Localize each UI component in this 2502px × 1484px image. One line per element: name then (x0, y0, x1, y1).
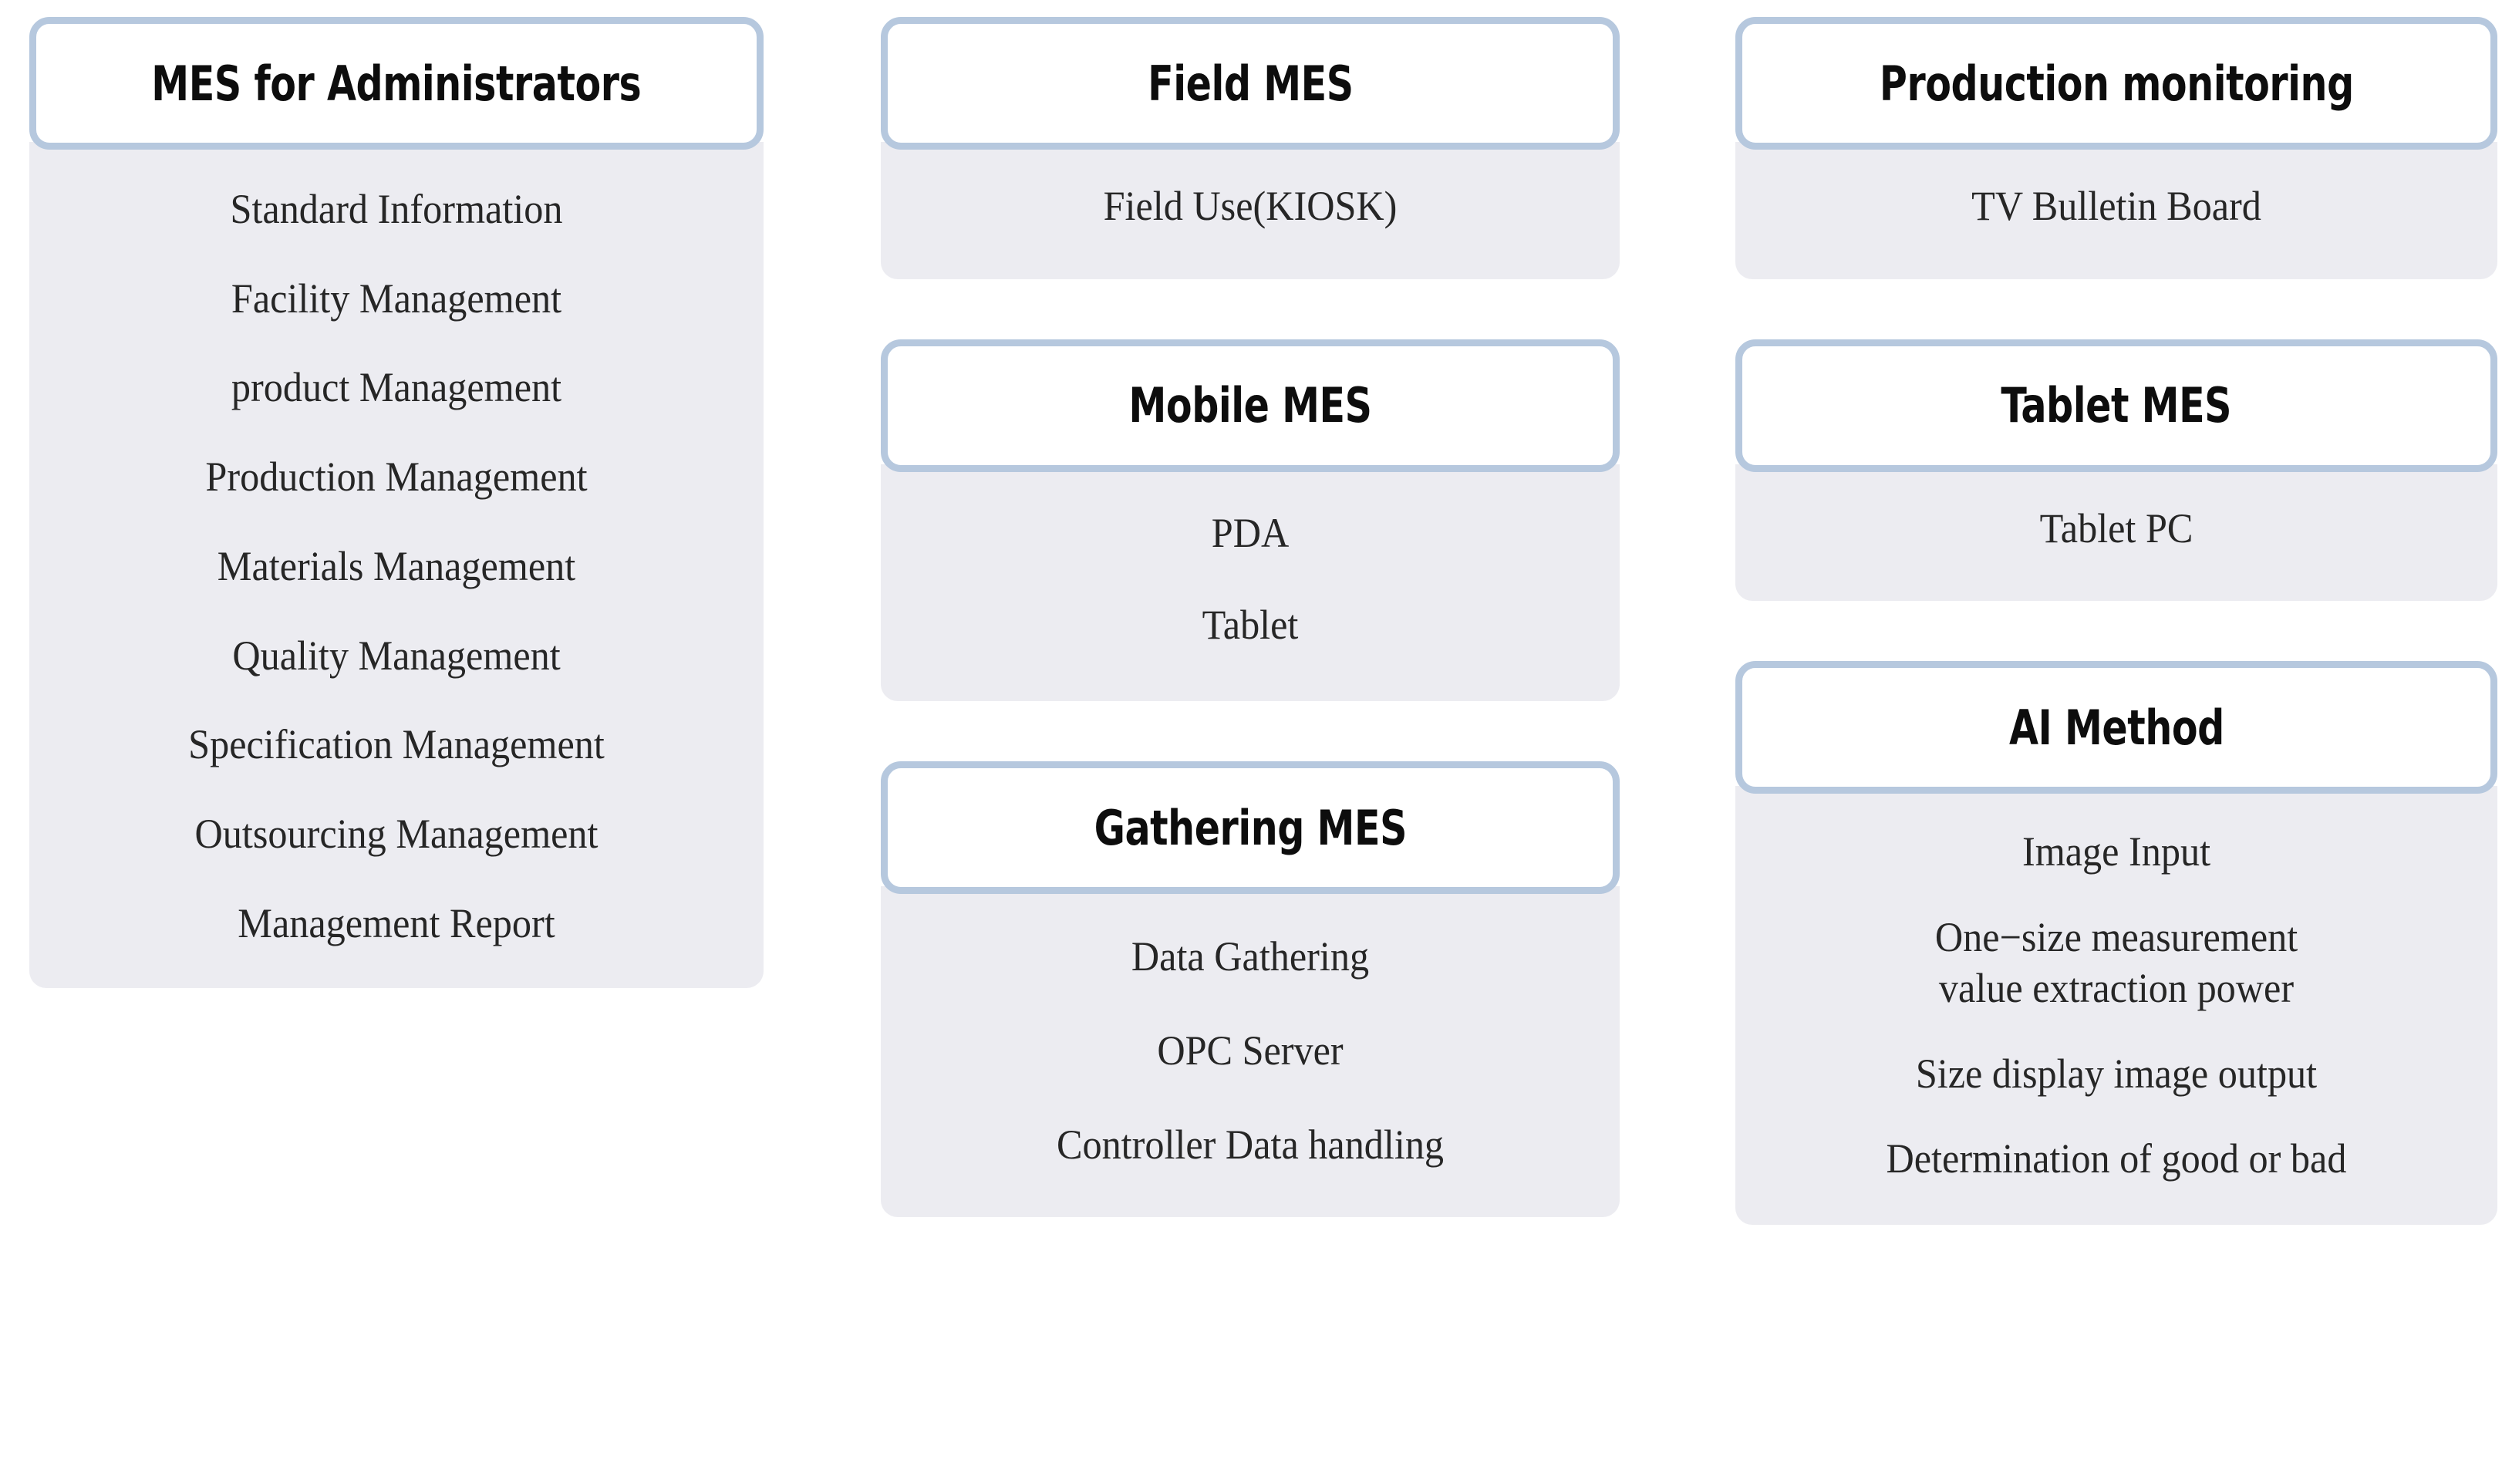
section-header-tablet-mes[interactable]: Tablet MES (1735, 339, 2497, 472)
list-item[interactable]: PDA (1211, 509, 1290, 556)
section-header-ai-method[interactable]: AI Method (1735, 661, 2497, 794)
section-production-monitoring: Production monitoring TV Bulletin Board (1735, 17, 2497, 279)
list-item[interactable]: Image Input (2021, 828, 2211, 875)
list-item[interactable]: Determination of good or bad (1886, 1135, 2347, 1182)
column-administrators: MES for Administrators Standard Informat… (0, 17, 796, 989)
section-title: Field MES (1147, 55, 1354, 112)
section-mes-for-administrators: MES for Administrators Standard Informat… (29, 17, 764, 989)
list-item[interactable]: Standard Information (230, 186, 563, 232)
section-header-gathering-mes[interactable]: Gathering MES (881, 761, 1620, 895)
section-body-ai-method: Image Input One−size measurement value e… (1735, 786, 2497, 1226)
section-header-mes-for-administrators[interactable]: MES for Administrators (29, 17, 764, 150)
list-item[interactable]: Data Gathering (1131, 933, 1370, 980)
list-item[interactable]: One−size measurement value extraction po… (1934, 914, 2298, 1012)
section-title: Gathering MES (1094, 799, 1407, 856)
section-body-tablet-mes: Tablet PC (1735, 464, 2497, 602)
list-item[interactable]: Management Report (238, 899, 555, 946)
section-title: Mobile MES (1128, 377, 1372, 434)
section-header-production-monitoring[interactable]: Production monitoring (1735, 17, 2497, 150)
list-item[interactable]: Controller Data handling (1056, 1121, 1445, 1168)
section-tablet-mes: Tablet MES Tablet PC (1735, 339, 2497, 602)
list-item[interactable]: Specification Management (188, 721, 605, 768)
section-body-mobile-mes: PDA Tablet (881, 464, 1620, 702)
section-body-production-monitoring: TV Bulletin Board (1735, 142, 2497, 279)
list-item[interactable]: Facility Management (231, 275, 562, 322)
list-item[interactable]: TV Bulletin Board (1971, 183, 2261, 229)
section-title: AI Method (2008, 699, 2224, 756)
list-item[interactable]: Size display image output (1915, 1050, 2318, 1097)
list-item[interactable]: Outsourcing Management (194, 811, 599, 858)
section-title: Tablet MES (2001, 377, 2232, 434)
column-monitoring-tablet-ai: Production monitoring TV Bulletin Board … (1651, 17, 2502, 1226)
list-item[interactable]: product Management (231, 364, 562, 411)
section-header-field-mes[interactable]: Field MES (881, 17, 1620, 150)
section-field-mes: Field MES Field Use(KIOSK) (881, 17, 1620, 279)
column-field-mobile-gathering: Field MES Field Use(KIOSK) Mobile MES PD… (796, 17, 1651, 1218)
section-gathering-mes: Gathering MES Data Gathering OPC Server … (881, 761, 1620, 1218)
list-item[interactable]: Materials Management (217, 542, 576, 589)
section-body-mes-for-administrators: Standard Information Facility Management… (29, 142, 764, 989)
list-item[interactable]: Tablet (1202, 602, 1299, 649)
section-body-field-mes: Field Use(KIOSK) (881, 142, 1620, 279)
list-item[interactable]: Field Use(KIOSK) (1103, 183, 1398, 229)
section-title: Production monitoring (1879, 55, 2354, 112)
list-item[interactable]: OPC Server (1157, 1027, 1344, 1074)
list-item[interactable]: Production Management (205, 454, 588, 501)
list-item[interactable]: Quality Management (232, 632, 561, 679)
section-mobile-mes: Mobile MES PDA Tablet (881, 339, 1620, 702)
list-item[interactable]: Tablet PC (2039, 504, 2193, 551)
section-body-gathering-mes: Data Gathering OPC Server Controller Dat… (881, 886, 1620, 1218)
section-header-mobile-mes[interactable]: Mobile MES (881, 339, 1620, 472)
section-ai-method: AI Method Image Input One−size measureme… (1735, 661, 2497, 1226)
section-title: MES for Administrators (151, 55, 642, 112)
